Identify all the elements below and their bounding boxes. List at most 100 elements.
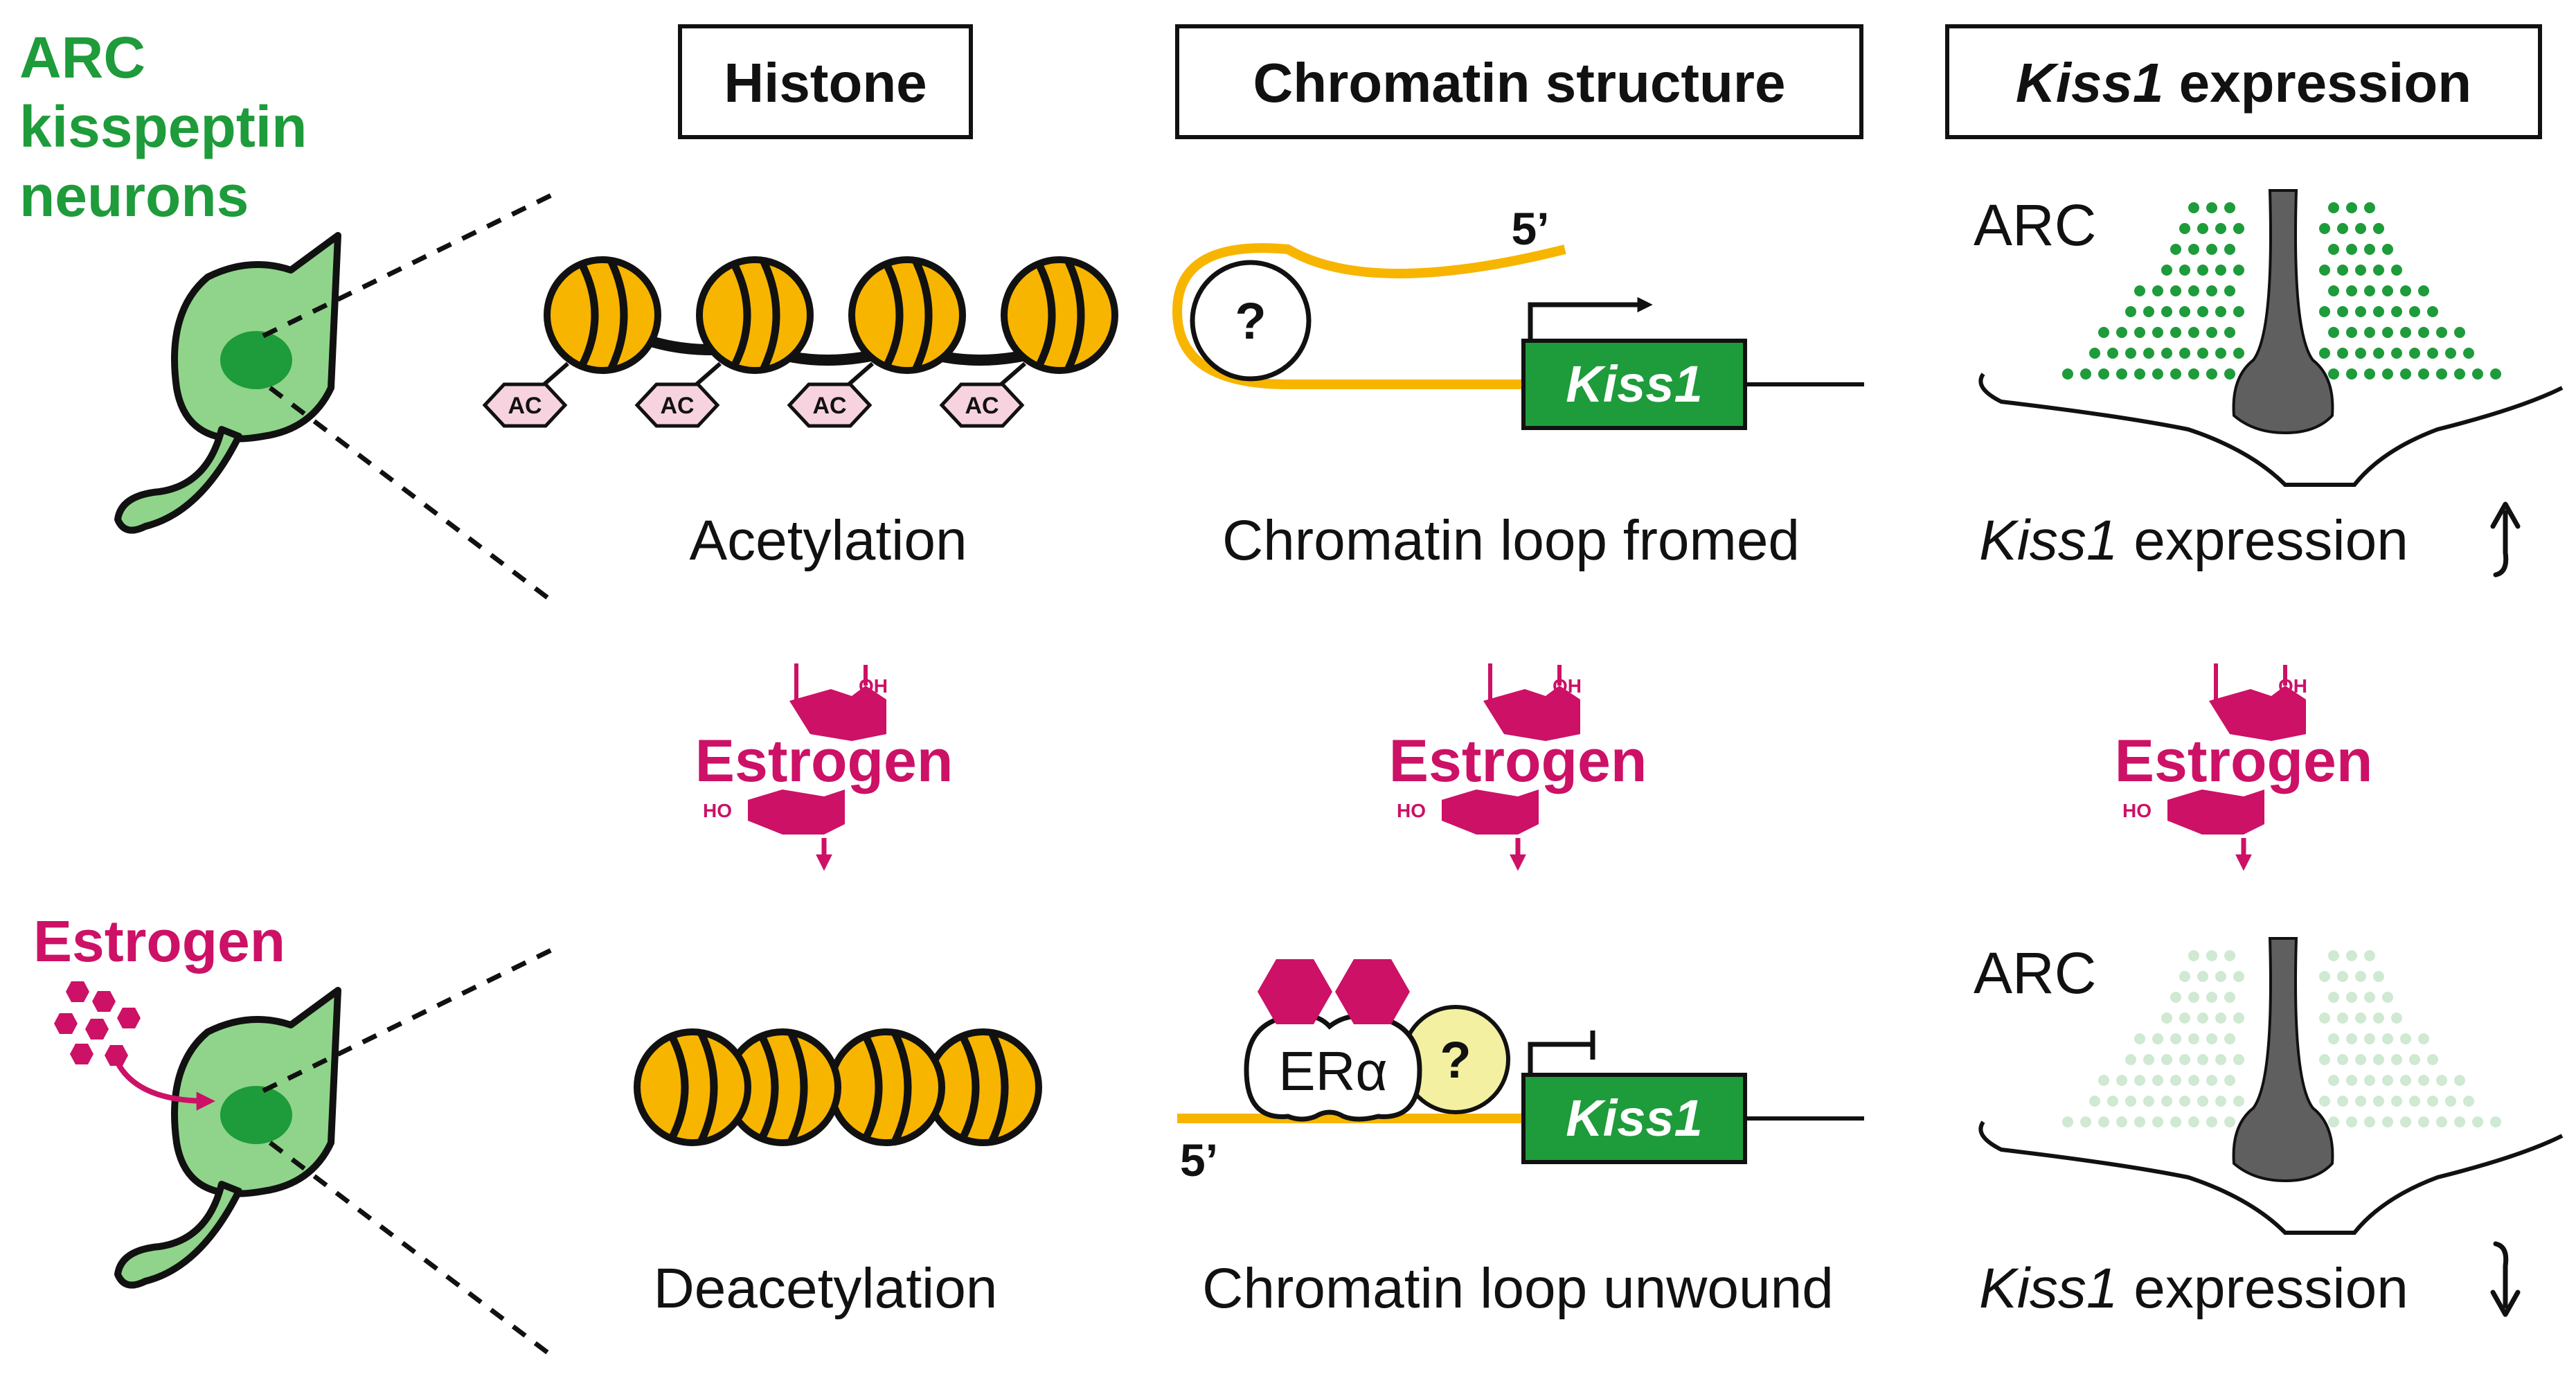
kisspeptin-neuron-dot: [2454, 327, 2465, 338]
estrogen-particles: [54, 981, 141, 1066]
kiss1-gene-top: [1521, 339, 1747, 430]
kisspeptin-neuron-dot: [2364, 327, 2375, 338]
kisspeptin-neuron-dot: [2391, 1012, 2402, 1024]
kisspeptin-neuron-dot: [2382, 244, 2393, 255]
kisspeptin-neuron-dot: [2319, 348, 2330, 359]
kisspeptin-neuron-dot: [2080, 368, 2091, 380]
kisspeptin-neuron-dot: [2400, 368, 2411, 380]
kisspeptin-neuron-dot: [2152, 1116, 2163, 1127]
kisspeptin-neuron-dot: [2224, 244, 2235, 255]
caption-expression-up: Kiss1 expression: [1979, 509, 2408, 572]
kisspeptin-neuron-dot: [2454, 368, 2465, 380]
kisspeptin-neuron-dot: [2188, 244, 2199, 255]
kisspeptin-neuron-dot: [2337, 306, 2348, 317]
kisspeptin-neuron-dot: [2418, 327, 2429, 338]
kisspeptin-neuron-dot: [2364, 1075, 2375, 1086]
kisspeptin-neuron-dot: [2143, 1054, 2154, 1065]
left-title-line-3: neurons: [19, 163, 249, 229]
kisspeptin-neuron-dot: [2382, 368, 2393, 380]
kisspeptin-neuron-dot: [2188, 327, 2199, 338]
kisspeptin-neuron-dot: [2373, 971, 2384, 982]
kisspeptin-neuron-dot: [2427, 306, 2438, 317]
kisspeptin-neuron-dot: [2391, 306, 2402, 317]
kisspeptin-neuron-dot: [2215, 1096, 2226, 1107]
header-histone: Histone: [678, 24, 973, 139]
kisspeptin-neuron-dot: [2152, 1033, 2163, 1044]
left-title-line-1: ARC: [19, 25, 145, 90]
estrogen-signal-histone: OH HO Estrogen: [695, 663, 954, 871]
svg-text:AC: AC: [660, 393, 694, 419]
kisspeptin-neuron-dot: [2319, 265, 2330, 276]
kisspeptin-neuron-dot: [2224, 202, 2235, 213]
kisspeptin-neuron-dot: [2215, 348, 2226, 359]
kisspeptin-neuron-dot: [2400, 1033, 2411, 1044]
deacetylated-histones: [637, 1032, 1039, 1143]
kisspeptin-neuron-dot: [2233, 971, 2244, 982]
header-chromatin-text: Chromatin structure: [1253, 52, 1786, 114]
transcription-block: [1528, 1030, 1595, 1075]
kisspeptin-neuron-dot: [2355, 223, 2366, 234]
kisspeptin-neuron-dot: [2215, 265, 2226, 276]
svg-text:OH: OH: [1553, 675, 1582, 697]
svg-text:HO: HO: [1397, 800, 1426, 821]
kisspeptin-neuron-dot: [2179, 1054, 2190, 1065]
svg-text:Estrogen: Estrogen: [695, 728, 954, 794]
kisspeptin-neuron-dot: [2391, 1096, 2402, 1107]
kisspeptin-neuron-dot: [2346, 1116, 2357, 1127]
kisspeptin-neuron-dot: [2152, 327, 2163, 338]
kisspeptin-neuron-dot: [2382, 1033, 2393, 1044]
kisspeptin-neuron-dot: [2382, 992, 2393, 1003]
kisspeptin-neuron-dot: [2409, 1096, 2420, 1107]
kisspeptin-neuron-dot: [2373, 306, 2384, 317]
kisspeptin-neuron-dot: [2328, 950, 2339, 961]
kisspeptin-neuron-dot: [2134, 285, 2145, 296]
arc-section-low: ARC: [1974, 937, 2564, 1235]
kisspeptin-neuron-dot: [2233, 1012, 2244, 1024]
kisspeptin-neuron-dot: [2188, 368, 2199, 380]
kisspeptin-neuron-dot: [2391, 1054, 2402, 1065]
kisspeptin-neuron-dot: [2355, 265, 2366, 276]
kisspeptin-neuron-dot: [2436, 327, 2447, 338]
kisspeptin-neuron-dot: [2427, 1054, 2438, 1065]
kisspeptin-neuron-dot: [2179, 1096, 2190, 1107]
kisspeptin-neuron-dot: [2170, 285, 2181, 296]
kisspeptin-neuron-dot: [2391, 265, 2402, 276]
kisspeptin-neuron-dot: [2328, 992, 2339, 1003]
kisspeptin-neuron-dot: [2355, 1012, 2366, 1024]
kisspeptin-neuron-dot: [2170, 368, 2181, 380]
caption-loop-unwound: Chromatin loop unwound: [1202, 1257, 1834, 1320]
kisspeptin-neuron-dot: [2454, 1075, 2465, 1086]
kisspeptin-neuron-dot: [2233, 265, 2244, 276]
unknown-factor-top: [1190, 260, 1312, 382]
estrogen-entry-arrow: [115, 1062, 215, 1111]
kisspeptin-neuron-dot: [2170, 327, 2181, 338]
kisspeptin-neuron-dot: [2206, 202, 2217, 213]
kisspeptin-neuron-dot: [2206, 950, 2217, 961]
kisspeptin-neuron-dot: [2116, 368, 2127, 380]
five-prime-bottom: 5’: [1180, 1134, 1218, 1186]
kisspeptin-neuron-dot: [2197, 265, 2208, 276]
kisspeptin-neuron-dot: [2116, 1116, 2127, 1127]
kisspeptin-neuron-dot: [2215, 223, 2226, 234]
kisspeptin-dots-high: [2062, 202, 2501, 380]
kisspeptin-neuron-dot: [2319, 223, 2330, 234]
arc-label-bottom: ARC: [1974, 940, 2096, 1006]
kisspeptin-neuron-dot: [2382, 1116, 2393, 1127]
kisspeptin-neuron-dot: [2364, 202, 2375, 213]
kisspeptin-neuron-dot: [2328, 1075, 2339, 1086]
kisspeptin-neuron-dot: [2233, 348, 2244, 359]
kisspeptin-neuron-dot: [2233, 1096, 2244, 1107]
kisspeptin-neuron-dot: [2125, 348, 2136, 359]
kisspeptin-neuron-dot: [2107, 348, 2118, 359]
svg-text:HO: HO: [2122, 800, 2152, 821]
kisspeptin-neuron-dot: [2436, 368, 2447, 380]
kisspeptin-neuron-dot: [2134, 1075, 2145, 1086]
kisspeptin-neuron-dot: [2400, 327, 2411, 338]
kisspeptin-neuron-dot: [2382, 285, 2393, 296]
kisspeptin-neuron-dot: [2346, 202, 2357, 213]
kisspeptin-neuron-dot: [2463, 1096, 2474, 1107]
kisspeptin-neuron-dot: [2080, 1116, 2091, 1127]
kisspeptin-neuron-dot: [2328, 285, 2339, 296]
kisspeptin-neuron-dot: [2179, 265, 2190, 276]
kisspeptin-neuron-dot: [2355, 1054, 2366, 1065]
